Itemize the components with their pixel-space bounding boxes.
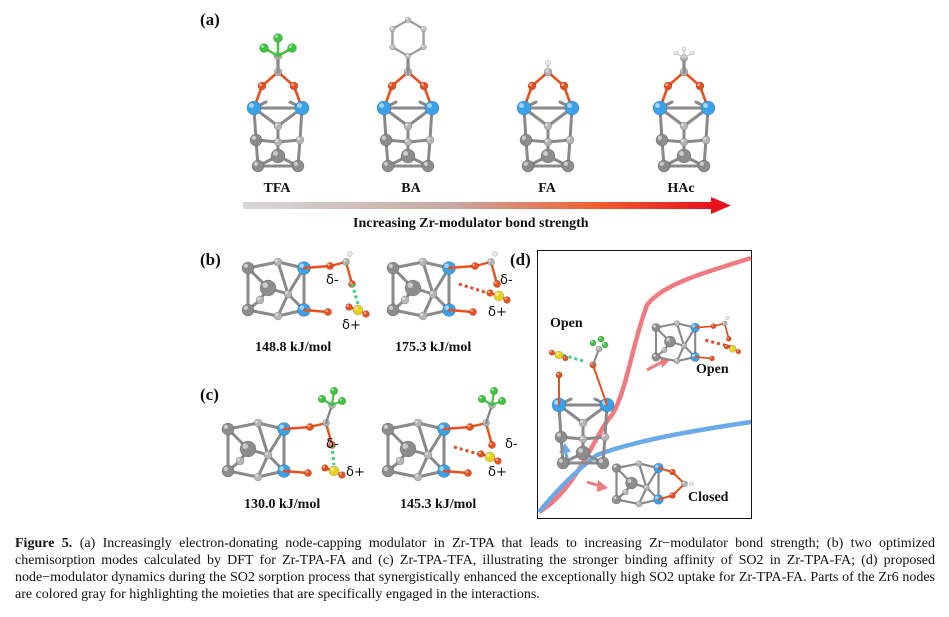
charge-plus-c1: δ+ bbox=[346, 465, 365, 480]
cluster-d-closed bbox=[611, 460, 694, 508]
cluster-c1 bbox=[221, 386, 347, 482]
gradient-arrow bbox=[243, 197, 731, 214]
charge-minus-b2: δ- bbox=[500, 273, 513, 288]
cluster-d-open-left bbox=[548, 335, 615, 470]
arrow-to-open-right-icon bbox=[646, 360, 663, 372]
energy-c2: 145.3 kJ/mol bbox=[400, 497, 477, 512]
charge-plus-c2: δ+ bbox=[488, 465, 507, 480]
charge-minus-b1: δ- bbox=[326, 273, 339, 288]
molecule-ba bbox=[376, 16, 440, 173]
curve-blue bbox=[537, 419, 752, 514]
energy-b1: 148.8 kJ/mol bbox=[255, 340, 332, 355]
panel-b-label: (b) bbox=[200, 250, 221, 269]
state-open-left: Open bbox=[550, 316, 583, 331]
caption-text: (a) Increasingly electron-donating node-… bbox=[15, 536, 936, 602]
cluster-c2 bbox=[381, 386, 507, 482]
label-fa: FA bbox=[538, 181, 556, 196]
label-hac: HAc bbox=[667, 181, 695, 196]
panel-a-label: (a) bbox=[200, 10, 220, 29]
label-ba: BA bbox=[401, 181, 421, 196]
panel-d-label: (d) bbox=[510, 250, 531, 269]
arrow-label: Increasing Zr-modulator bond strength bbox=[353, 216, 589, 231]
molecule-tfa bbox=[246, 33, 310, 173]
cluster-b1 bbox=[241, 251, 370, 321]
charge-minus-c2: δ- bbox=[505, 437, 518, 452]
label-tfa: TFA bbox=[263, 181, 291, 196]
cluster-d-open-right bbox=[651, 315, 742, 365]
energy-b2: 175.3 kJ/mol bbox=[395, 340, 472, 355]
panel-c-label: (c) bbox=[200, 385, 219, 404]
caption-figure-label: Figure 5. bbox=[15, 536, 73, 551]
figure-caption: Figure 5. (a) Increasingly electron-dona… bbox=[15, 535, 935, 603]
charge-plus-b2: δ+ bbox=[488, 305, 507, 320]
state-closed: Closed bbox=[688, 490, 729, 505]
molecule-hac bbox=[652, 46, 716, 173]
molecule-fa bbox=[516, 60, 580, 173]
cluster-b2 bbox=[386, 251, 511, 321]
energy-c1: 130.0 kJ/mol bbox=[244, 497, 321, 512]
state-open-right: Open bbox=[696, 362, 729, 377]
charge-plus-b1: δ+ bbox=[342, 318, 361, 333]
charge-minus-c1: δ- bbox=[326, 437, 339, 452]
